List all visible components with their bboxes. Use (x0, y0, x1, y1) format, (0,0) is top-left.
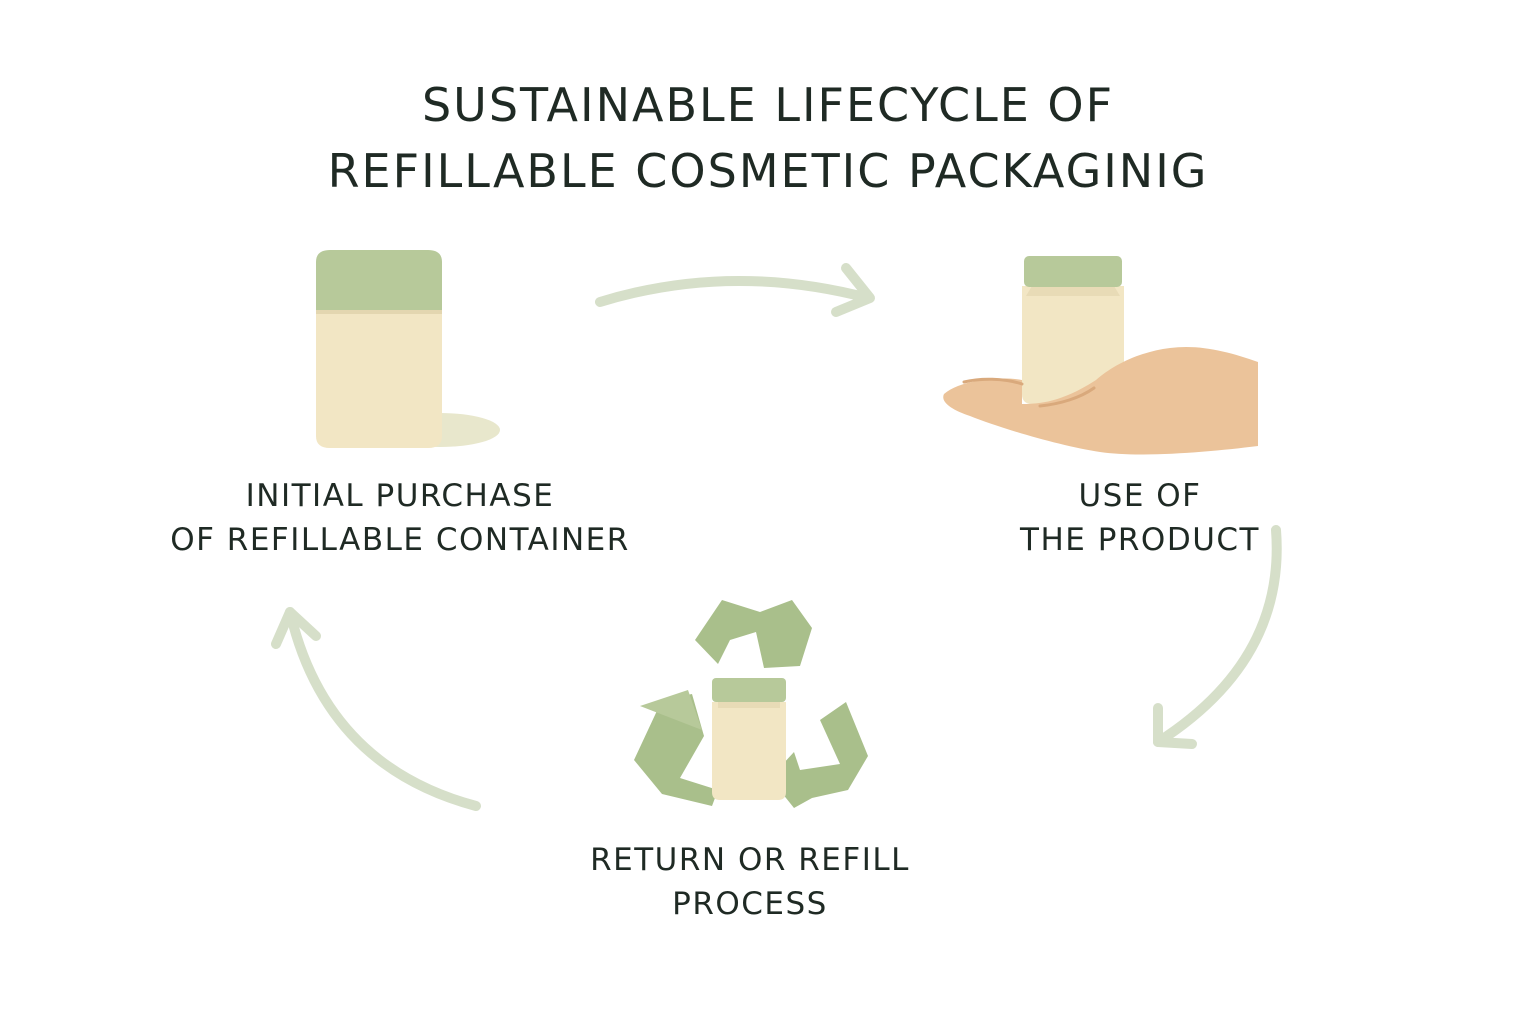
stage-label-use-line-1: USE OF (1078, 478, 1202, 514)
stage-label-use-line-2: THE PRODUCT (1020, 522, 1260, 558)
cycle-arrow-initial-to-use (595, 263, 875, 317)
stage-label-initial-purchase: INITIAL PURCHASE OF REFILLABLE CONTAINER (140, 474, 660, 562)
hand-holding-jar-icon (943, 256, 1258, 455)
page-title: SUSTAINABLE LIFECYCLE OF REFILLABLE COSM… (0, 72, 1536, 204)
recycle-icon (634, 600, 868, 808)
title-line-2: REFILLABLE COSMETIC PACKAGINIG (327, 144, 1209, 198)
stage-label-initial-line-2: OF REFILLABLE CONTAINER (170, 522, 630, 558)
stage-label-initial-line-1: INITIAL PURCHASE (245, 478, 555, 514)
title-line-1: SUSTAINABLE LIFECYCLE OF (421, 78, 1115, 132)
stage-label-return-line-2: PROCESS (672, 886, 828, 922)
cycle-arrow-return-to-initial (271, 607, 481, 811)
cycle-arrow-use-to-return (1153, 525, 1282, 749)
stage-label-return-or-refill: RETURN OR REFILL PROCESS (520, 838, 980, 926)
stage-label-return-line-1: RETURN OR REFILL (590, 842, 910, 878)
jar-icon (316, 250, 500, 448)
stage-label-use-of-product: USE OF THE PRODUCT (900, 474, 1380, 562)
